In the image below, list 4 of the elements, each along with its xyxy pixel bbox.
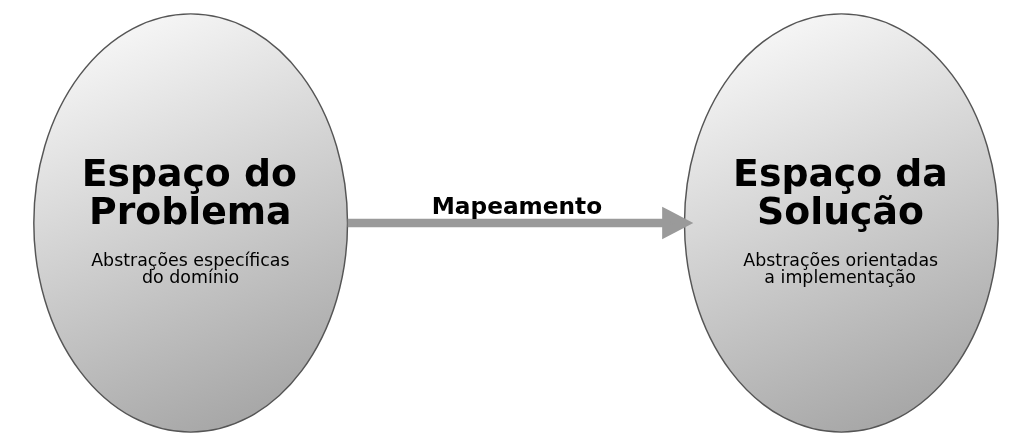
edge-label: Mapeamento — [431, 192, 603, 219]
arrow — [347, 206, 694, 240]
node-ellipse: Espaço do Problema Abstrações específicas do domínio — [33, 13, 349, 433]
node-ellipse: Espaço da Solução Abstrações orientadas a implementação — [683, 13, 999, 433]
